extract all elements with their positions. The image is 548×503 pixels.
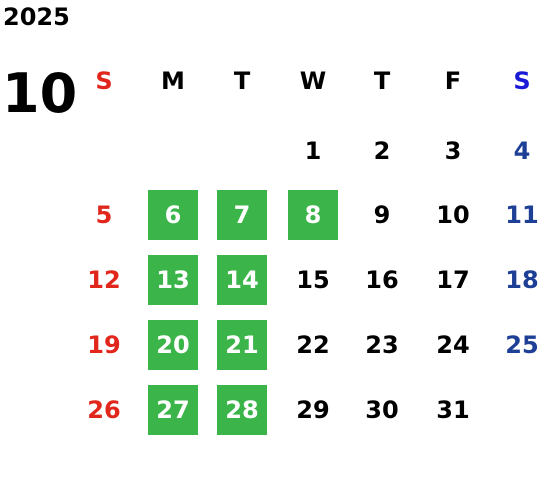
calendar-day-16[interactable]: 16 <box>365 266 399 294</box>
calendar-day-30[interactable]: 30 <box>365 396 399 424</box>
calendar-day-2[interactable]: 2 <box>373 137 391 165</box>
calendar-day-6[interactable]: 6 <box>148 190 198 240</box>
calendar-day-14[interactable]: 14 <box>217 255 267 305</box>
calendar-day-17[interactable]: 17 <box>436 266 470 294</box>
weekday-header-mon: M <box>161 67 185 95</box>
calendar-month: 10 <box>2 62 78 125</box>
calendar-day-8[interactable]: 8 <box>288 190 338 240</box>
weekday-header-wed: W <box>299 67 327 95</box>
calendar-day-29[interactable]: 29 <box>296 396 330 424</box>
calendar-day-21[interactable]: 21 <box>217 320 267 370</box>
weekday-header-fri: F <box>444 67 462 95</box>
weekday-header-sun: S <box>95 67 113 95</box>
calendar-day-1[interactable]: 1 <box>304 137 322 165</box>
calendar-day-25[interactable]: 25 <box>505 331 539 359</box>
calendar-year: 2025 <box>3 3 70 31</box>
calendar-day-22[interactable]: 22 <box>296 331 330 359</box>
calendar-day-9[interactable]: 9 <box>373 201 391 229</box>
calendar-day-11[interactable]: 11 <box>505 201 539 229</box>
calendar-day-5[interactable]: 5 <box>95 201 113 229</box>
weekday-header-tue: T <box>233 67 251 95</box>
calendar-day-18[interactable]: 18 <box>505 266 539 294</box>
weekday-header-thu: T <box>373 67 391 95</box>
calendar-day-7[interactable]: 7 <box>217 190 267 240</box>
calendar-day-24[interactable]: 24 <box>436 331 470 359</box>
calendar-day-23[interactable]: 23 <box>365 331 399 359</box>
weekday-header-sat: S <box>513 67 531 95</box>
calendar-day-3[interactable]: 3 <box>444 137 462 165</box>
calendar-day-4[interactable]: 4 <box>513 137 531 165</box>
calendar-day-19[interactable]: 19 <box>87 331 121 359</box>
calendar-day-15[interactable]: 15 <box>296 266 330 294</box>
calendar-day-10[interactable]: 10 <box>436 201 470 229</box>
calendar-day-20[interactable]: 20 <box>148 320 198 370</box>
calendar-day-13[interactable]: 13 <box>148 255 198 305</box>
calendar-day-27[interactable]: 27 <box>148 385 198 435</box>
calendar-day-26[interactable]: 26 <box>87 396 121 424</box>
calendar-day-12[interactable]: 12 <box>87 266 121 294</box>
calendar-day-28[interactable]: 28 <box>217 385 267 435</box>
calendar-day-31[interactable]: 31 <box>436 396 470 424</box>
